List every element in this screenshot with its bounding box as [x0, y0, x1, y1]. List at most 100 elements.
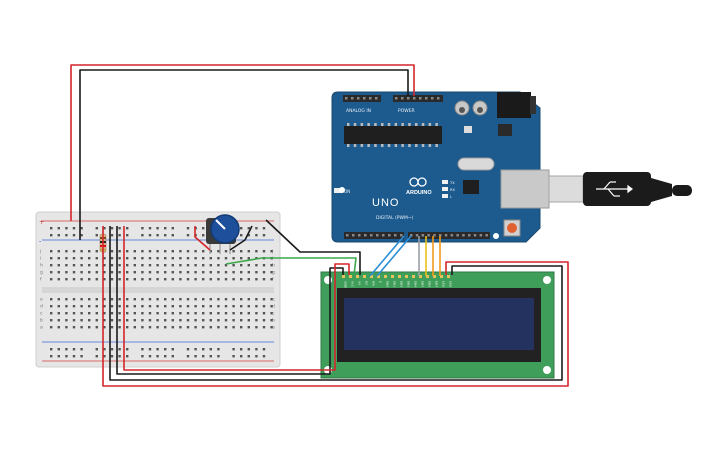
terminal-hole	[88, 305, 91, 308]
rail-hole	[232, 348, 235, 351]
terminal-hole	[118, 319, 121, 322]
terminal-hole	[80, 305, 83, 308]
terminal-hole	[202, 319, 205, 322]
terminal-hole	[110, 257, 114, 260]
terminal-hole	[156, 278, 159, 281]
header-pin	[364, 234, 367, 237]
terminal-hole	[110, 326, 114, 329]
header-pin	[421, 234, 425, 237]
terminal-hole	[224, 264, 228, 267]
lcd-pin-label: DB1	[393, 281, 397, 287]
mounting-hole	[493, 233, 499, 239]
rail-hole	[65, 355, 68, 358]
chip-legs	[347, 123, 438, 147]
led-l	[442, 194, 448, 198]
rail-hole	[148, 348, 152, 351]
usb-icon	[596, 181, 633, 197]
header-pin	[425, 97, 428, 100]
rail-hole	[80, 348, 83, 351]
rail-hole	[255, 234, 258, 237]
led-l-label: L	[450, 195, 452, 199]
terminal-hole	[65, 326, 68, 329]
chip-leg	[347, 144, 350, 147]
terminal-hole	[141, 298, 144, 301]
terminal-hole	[171, 278, 174, 281]
terminal-hole	[179, 298, 182, 301]
terminal-hole	[179, 312, 182, 315]
chip-leg	[428, 144, 432, 147]
lcd-pin	[398, 275, 401, 278]
lcd-pin-label: DB5	[421, 281, 425, 287]
row-letter: h	[40, 263, 43, 269]
digital-pins-label: DIGITAL (PWM~)	[376, 215, 414, 221]
analog-pins-label: ANALOG IN	[346, 108, 371, 114]
digital-header-low	[408, 232, 490, 239]
usb-plug-metal	[548, 175, 584, 203]
terminal-hole	[270, 312, 273, 315]
header-pin	[401, 97, 404, 100]
header-pin	[439, 234, 442, 237]
lcd-pin	[447, 275, 450, 278]
wire-lcd-gnd	[116, 226, 344, 375]
terminal-hole	[110, 264, 114, 267]
terminal-hole	[240, 271, 243, 274]
row-letter: i	[40, 256, 41, 262]
rail-hole	[50, 227, 53, 230]
terminal-hole	[164, 312, 167, 315]
rail-hole	[247, 227, 250, 230]
terminal-hole	[126, 257, 129, 260]
terminal-hole	[209, 298, 212, 301]
terminal-hole	[118, 278, 121, 281]
voltage-regulator	[498, 124, 512, 136]
rail-hole	[103, 227, 106, 230]
terminal-hole	[262, 312, 266, 315]
terminal-hole	[217, 257, 220, 260]
center-channel	[42, 287, 274, 293]
reset-button-cap[interactable]	[507, 223, 517, 233]
rail-hole	[171, 234, 174, 237]
terminal-hole	[148, 298, 152, 301]
header-pin	[407, 97, 410, 100]
lcd-pin-label: E	[379, 281, 383, 283]
terminal-hole	[247, 271, 250, 274]
header-pin	[473, 234, 477, 237]
rail-hole	[240, 227, 243, 230]
terminal-hole	[110, 305, 114, 308]
terminal-hole	[171, 298, 174, 301]
terminal-hole	[209, 257, 212, 260]
header-pin	[358, 234, 361, 237]
terminal-hole	[65, 312, 68, 315]
terminal-hole	[80, 250, 83, 253]
terminal-hole	[232, 278, 235, 281]
terminal-hole	[50, 278, 53, 281]
lcd-pin-label: DB7	[435, 281, 439, 287]
lcd-pin	[391, 275, 394, 278]
rail-hole	[164, 348, 167, 351]
terminal-hole	[202, 326, 205, 329]
rail-hole	[80, 227, 83, 230]
terminal-hole	[232, 305, 235, 308]
terminal-hole	[209, 326, 212, 329]
terminal-hole	[240, 312, 243, 315]
terminal-hole	[186, 298, 190, 301]
rail-hole	[164, 234, 167, 237]
terminal-hole	[72, 298, 76, 301]
rail-hole	[262, 227, 266, 230]
terminal-hole	[224, 305, 228, 308]
terminal-hole	[164, 264, 167, 267]
terminal-hole	[72, 305, 76, 308]
terminal-hole	[50, 264, 53, 267]
terminal-hole	[194, 319, 197, 322]
terminal-hole	[255, 312, 258, 315]
terminal-hole	[65, 298, 68, 301]
atmega-chip	[344, 126, 442, 144]
chip-leg	[408, 144, 411, 147]
terminal-hole	[57, 305, 60, 308]
row-letter: a	[272, 326, 275, 331]
terminal-hole	[156, 326, 159, 329]
analog-header	[343, 95, 381, 102]
header-pin	[410, 234, 413, 237]
chip-leg	[435, 144, 438, 147]
